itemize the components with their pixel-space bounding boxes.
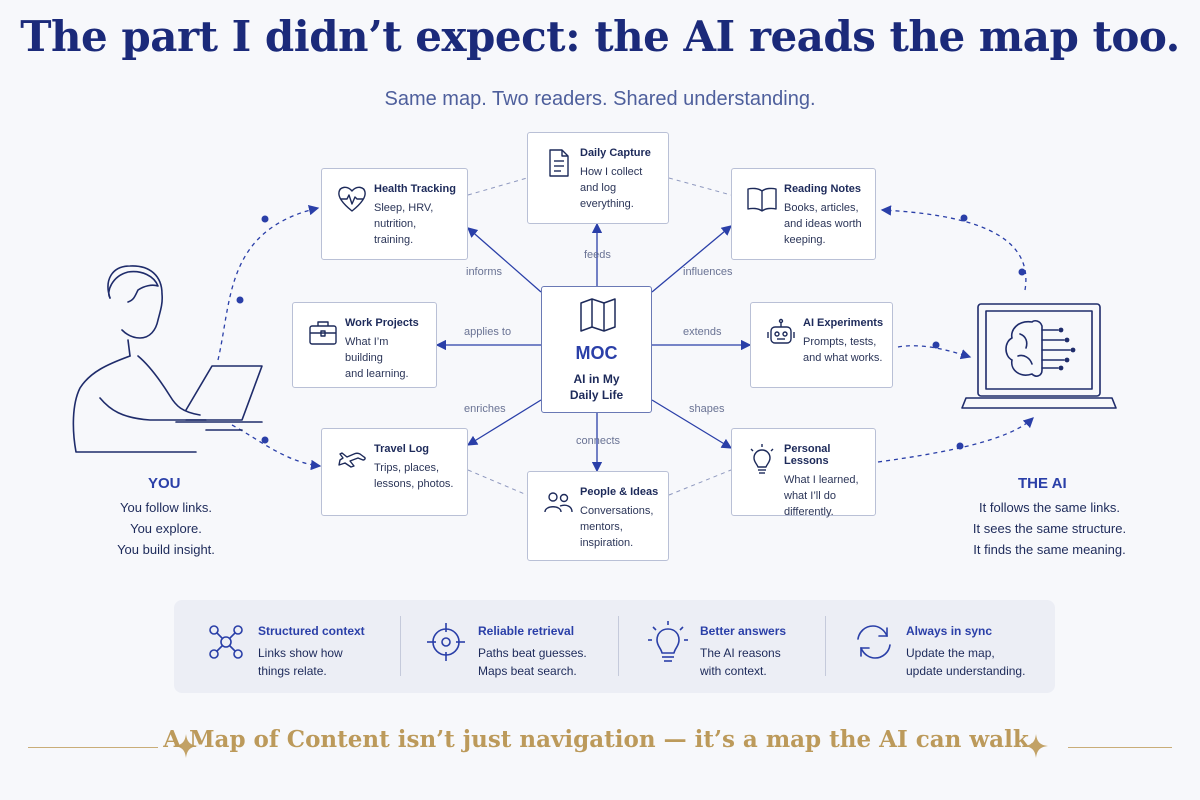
node-title: Travel Log [374, 443, 430, 455]
open-book-icon [747, 187, 777, 212]
node-desc: How I collect and log everything. [580, 166, 643, 210]
ai-path-mid [897, 345, 972, 360]
ai-laptop-icon [961, 303, 1117, 409]
benefit-reliable-retrieval: Reliable retrieval Paths beat guesses. M… [424, 600, 614, 693]
edge-label-connects: connects [576, 435, 621, 447]
node-personal-lessons[interactable]: Personal Lessons What I learned, what I’… [731, 428, 876, 518]
moc-title: MOC [575, 343, 618, 363]
edge-label-informs: informs [466, 266, 503, 278]
benefit-desc: The AI reasons with context. [700, 646, 781, 678]
benefit-divider [400, 616, 401, 676]
benefit-always-in-sync: Always in sync Update the map, update un… [852, 600, 1052, 693]
node-title: AI Experiments [803, 317, 884, 329]
person-at-laptop-icon [72, 265, 263, 453]
page-title: The part I didn’t expect: the AI reads t… [20, 12, 1180, 61]
you-description: You follow links. You explore. You build… [117, 500, 215, 557]
robot-icon [767, 318, 795, 344]
node-desc: Conversations, mentors, inspiration. [580, 505, 654, 549]
edge-influences [651, 225, 732, 293]
node-title: Work Projects [345, 317, 419, 329]
ai-title: THE AI [1018, 475, 1067, 492]
node-desc: Books, articles, and ideas worth keeping… [784, 202, 862, 246]
people-icon [544, 492, 573, 513]
edge-label-influences: influences [683, 266, 733, 278]
network-icon [209, 625, 243, 659]
document-icon [549, 149, 569, 177]
node-desc: Sleep, HRV, nutrition, training. [374, 202, 434, 246]
ai-path-bottom [877, 417, 1034, 463]
map-icon [580, 298, 616, 332]
benefit-desc: Paths beat guesses. Maps beat search. [478, 646, 587, 678]
you-path-bottom [231, 424, 322, 471]
tagline-rule-right [1068, 747, 1172, 748]
edge-label-enriches: enriches [464, 403, 506, 415]
airplane-icon [338, 452, 366, 468]
lightbulb-icon [750, 444, 774, 474]
node-reading-notes[interactable]: Reading Notes Books, articles, and ideas… [731, 168, 876, 260]
benefit-title: Structured context [258, 624, 365, 638]
ai-description: It follows the same links. It sees the s… [972, 500, 1127, 557]
benefit-better-answers: Better answers The AI reasons with conte… [646, 600, 826, 693]
heart-pulse-icon [338, 186, 366, 212]
target-icon [427, 623, 465, 661]
edge-shapes [651, 399, 733, 449]
edge-informs [467, 227, 542, 293]
node-desc: Prompts, tests, and what works. [803, 336, 883, 364]
you-title: YOU [148, 475, 181, 492]
benefit-desc: Update the map, update understanding. [906, 646, 1026, 678]
node-title: People & Ideas [580, 486, 659, 498]
node-travel-log[interactable]: Travel Log Trips, places, lessons, photo… [321, 428, 468, 516]
sync-icon [857, 625, 891, 659]
sparkle-icon [1024, 734, 1048, 758]
page-subtitle: Same map. Two readers. Shared understand… [384, 88, 816, 110]
node-people-ideas[interactable]: People & Ideas Conversations, mentors, i… [527, 471, 669, 561]
node-desc: What I learned, what I’ll do differently… [784, 474, 859, 518]
node-daily-capture[interactable]: Daily Capture How I collect and log ever… [527, 132, 669, 224]
moc-subtitle: AI in My Daily Life [569, 372, 624, 402]
benefit-divider [825, 616, 826, 676]
node-title: Reading Notes [784, 183, 862, 195]
tagline-rule-left [28, 747, 158, 748]
edge-label-shapes: shapes [689, 403, 725, 415]
lightbulb-icon [648, 621, 688, 662]
node-ai-experiments[interactable]: AI Experiments Prompts, tests, and what … [750, 302, 893, 388]
moc-center-node[interactable]: MOC AI in My Daily Life [541, 286, 652, 413]
node-desc: Trips, places, lessons, photos. [374, 462, 454, 490]
benefit-title: Better answers [700, 624, 787, 638]
node-work-projects[interactable]: Work Projects What I’m building and lear… [292, 302, 437, 388]
benefits-panel: Structured context Links show how things… [174, 600, 1055, 693]
tagline: A Map of Content isn’t just navigation —… [163, 726, 1037, 753]
edge-label-feeds: feeds [584, 249, 611, 261]
benefit-divider [618, 616, 619, 676]
node-title: Personal Lessons [784, 443, 831, 467]
benefit-title: Always in sync [906, 624, 993, 638]
ai-path-top [880, 205, 1027, 291]
benefit-desc: Links show how things relate. [258, 646, 343, 678]
node-desc: What I’m building and learning. [345, 336, 409, 380]
sparkle-icon [174, 734, 198, 758]
benefit-structured-context: Structured context Links show how things… [204, 600, 394, 693]
benefit-title: Reliable retrieval [478, 624, 575, 638]
edge-enriches [466, 399, 542, 446]
edge-label-extends: extends [683, 326, 722, 338]
node-health-tracking[interactable]: Health Tracking Sleep, HRV, nutrition, t… [321, 168, 468, 260]
node-title: Health Tracking [374, 183, 456, 195]
node-title: Daily Capture [580, 147, 651, 159]
edge-label-applies-to: applies to [464, 326, 512, 338]
briefcase-icon [309, 321, 337, 345]
